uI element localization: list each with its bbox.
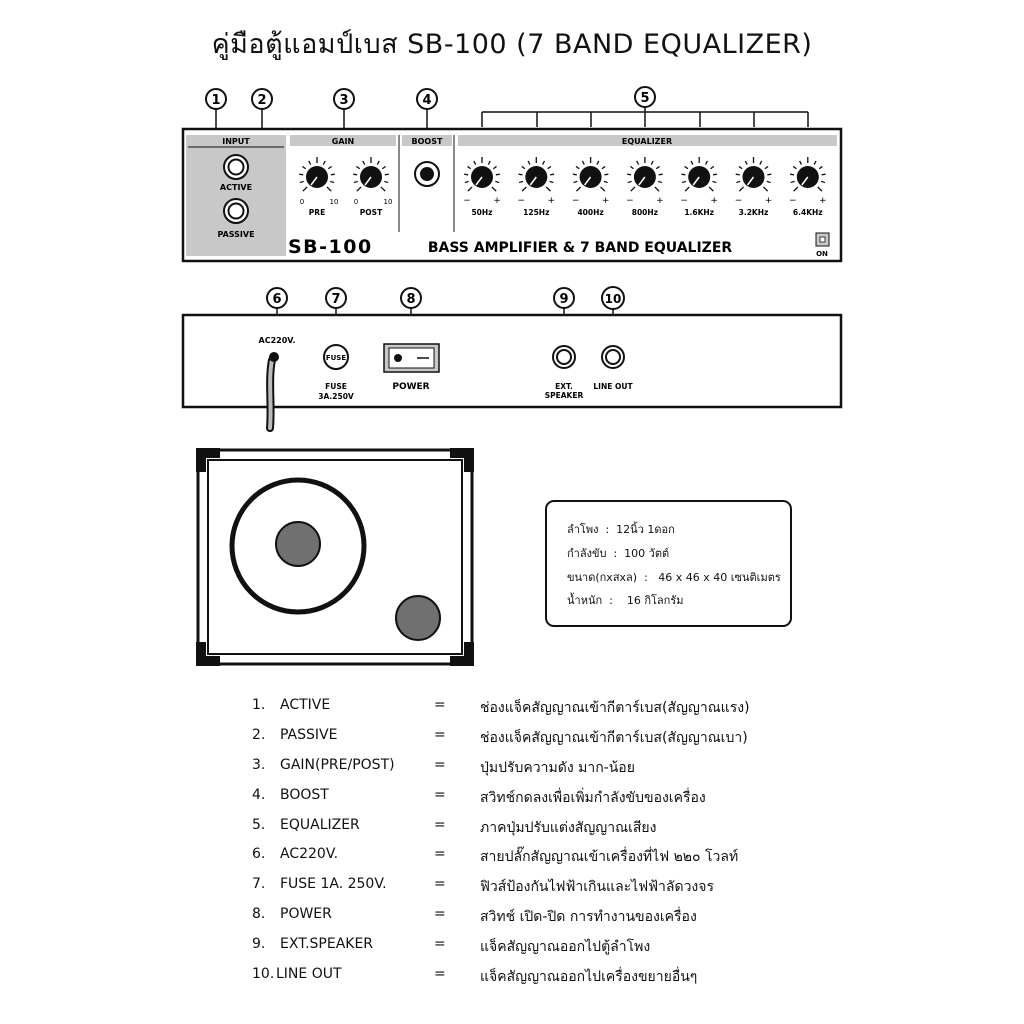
eq-knob-3-2khz[interactable] [735,157,772,192]
rear-panel [181,313,843,409]
fuse-rating-label: 3A.250V [318,392,354,401]
eq-knob-125hz[interactable] [518,157,555,192]
line-out-label: LINE OUT [593,382,633,391]
eq-minus-mark: − [626,196,634,206]
speaker-label: SPEAKER [545,391,584,400]
eq-band-label: 125Hz [523,208,549,217]
eq-band-label: 50Hz [471,208,492,217]
boost-header [402,135,452,146]
callout-10: 10 [601,286,625,343]
post-scale-max: 10 [384,198,393,206]
front-panel [181,127,843,263]
spec-box: ลำโพง : 12นิ้ว 1ดอก กำลังขับ : 100 วัตต์… [545,500,792,627]
power-label: POWER [392,382,429,392]
spec-row: กำลังขับ : 100 วัตต์ [567,547,670,560]
eq-plus-mark: + [493,196,501,206]
boost-label: BOOST [412,137,443,146]
eq-plus-mark: + [765,196,773,206]
spec-row: ขนาด(กxสxล) : 46 x 46 x 40 เซนติเมตร [567,571,781,584]
on-indicator[interactable] [815,232,830,247]
pre-label: PRE [309,208,325,217]
model-logo: SB-100 [288,236,373,258]
woofer-speaker [229,477,367,615]
callout-5: 5 [481,86,809,127]
on-label: ON [816,250,828,258]
svg-text:1: 1 [211,93,220,108]
gain-label: GAIN [332,137,354,146]
active-jack[interactable] [223,154,249,180]
ext-label: EXT. [555,382,573,391]
eq-plus-mark: + [656,196,664,206]
ac-label: AC220V. [259,336,296,345]
svg-text:FUSE: FUSE [326,354,347,362]
input-label: INPUT [222,137,250,146]
eq-knob-800hz[interactable] [627,157,663,192]
pre-scale-min: 0 [300,198,304,206]
svg-text:5: 5 [640,91,649,106]
fuse-label: FUSE [325,382,347,391]
model-text: BASS AMPLIFIER & 7 BAND EQUALIZER [428,240,733,256]
eq-minus-mark: − [463,196,471,206]
passive-jack[interactable] [223,198,249,224]
tweeter-speaker [395,595,441,641]
power-switch[interactable] [383,343,440,373]
eq-band-label: 3.2KHz [739,208,769,217]
passive-label: PASSIVE [217,230,254,239]
front-panel-diagram: 1 2 3 4 5 INPUT ACTIVE [181,86,843,263]
eq-band-label: 1.6KHz [684,208,714,217]
line-out-jack[interactable] [601,345,625,369]
gain-header [290,135,396,146]
eq-plus-mark: + [819,196,827,206]
spec-row: ลำโพง : 12นิ้ว 1ดอก [567,523,675,536]
eq-knob-50hz[interactable] [464,157,500,192]
pre-scale-max: 10 [330,198,339,206]
callout-4: 4 [416,88,438,130]
svg-text:4: 4 [422,93,431,108]
fuse-holder[interactable]: FUSE [323,344,349,370]
eq-knob-400hz[interactable] [572,157,609,192]
callout-3: 3 [333,88,355,130]
ac-power-cord [266,352,279,432]
svg-text:7: 7 [331,292,340,307]
active-label: ACTIVE [220,183,252,192]
eq-plus-mark: + [548,196,556,206]
eq-minus-mark: − [572,196,580,206]
eq-knob-1-6khz[interactable] [681,157,718,192]
callout-1: 1 [205,88,227,158]
rear-panel-diagram: 6 7 8 9 10 AC220V. FUSE FUSE 3A.250V [181,286,843,432]
ext-speaker-jack[interactable] [552,345,576,369]
post-gain-knob[interactable] [353,157,389,192]
eq-band-label: 6.4KHz [793,208,823,217]
svg-text:3: 3 [339,93,348,108]
eq-band-label: 800Hz [632,208,658,217]
eq-plus-mark: + [602,196,610,206]
corner-cap [450,642,474,666]
pre-gain-knob[interactable] [299,157,335,192]
page-title: คู่มือตู้แอมป์เบส SB-100 (7 BAND EQUALIZ… [211,29,813,60]
corner-cap [450,448,474,472]
eq-band-label: 400Hz [577,208,603,217]
eq-minus-mark: − [735,196,743,206]
eq-minus-mark: − [518,196,526,206]
post-scale-min: 0 [354,198,358,206]
eq-plus-mark: + [710,196,718,206]
svg-text:9: 9 [559,292,568,307]
eq-minus-mark: − [680,196,688,206]
spec-row: น้ำหนัก : 16 กิโลกรัม [567,594,684,607]
speaker-cabinet [196,448,474,666]
svg-text:6: 6 [272,292,281,307]
boost-switch[interactable] [414,161,440,187]
corner-cap [196,642,220,666]
corner-cap [196,448,220,472]
svg-text:10: 10 [605,292,622,306]
svg-text:2: 2 [257,93,266,108]
post-label: POST [360,208,383,217]
equalizer-header [458,135,837,146]
svg-text:8: 8 [406,292,415,307]
eq-minus-mark: − [789,196,797,206]
eq-knob-6-4khz[interactable] [789,157,826,192]
equalizer-label: EQUALIZER [622,137,672,146]
